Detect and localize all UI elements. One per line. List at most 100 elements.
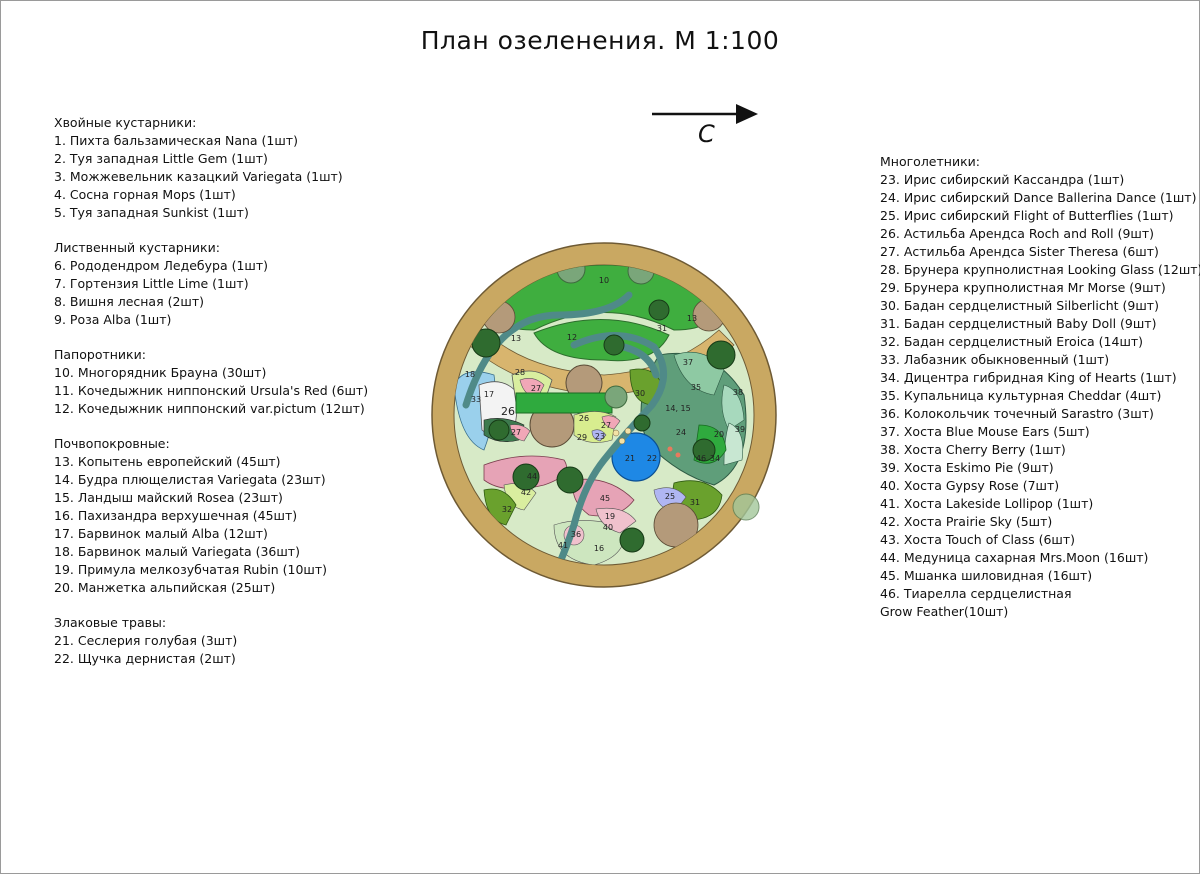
plan-title: План озеленения. М 1:100 xyxy=(420,26,780,55)
legend-item: 20. Манжетка альпийская (25шт) xyxy=(54,580,276,595)
legend-item: 8. Вишня лесная (2шт) xyxy=(54,294,205,309)
bed-label: 38 xyxy=(733,388,743,397)
legend-item: 22. Щучка дернистая (2шт) xyxy=(54,651,236,666)
legend-item: 26. Астильба Арендса Roch and Roll (9шт) xyxy=(880,226,1155,241)
bed-label: 46 xyxy=(696,454,706,463)
bed-label: 41 xyxy=(558,541,568,550)
bed-label: 19 xyxy=(605,512,615,521)
bed-label: 18 xyxy=(465,370,475,379)
shrub-icon xyxy=(619,527,645,553)
bed-label: 13 xyxy=(687,314,697,323)
stepping-stone xyxy=(618,437,626,445)
shrub-icon xyxy=(604,385,628,409)
bed-19 xyxy=(595,507,637,534)
legend-item: 33. Лабазник обыкновенный (1шт) xyxy=(880,352,1110,367)
bed-label: 10 xyxy=(599,276,609,285)
legend-item: 37. Хоста Blue Mouse Ears (5шт) xyxy=(880,424,1090,439)
north-indicator: С xyxy=(650,100,765,152)
bed-label: 28 xyxy=(515,368,525,377)
bed-label: 14, 15 xyxy=(665,404,690,413)
bed-label: 39 xyxy=(735,425,745,434)
legend-group-title: Многолетники: xyxy=(880,154,980,169)
legend-item: 40. Хоста Gypsy Rose (7шт) xyxy=(880,478,1060,493)
shrub-icon xyxy=(512,463,540,491)
legend-right: Многолетники: 23. Ирис сибирский Кассанд… xyxy=(880,153,1200,621)
bed-label: 13 xyxy=(511,334,521,343)
legend-item: 21. Сеслерия голубая (3шт) xyxy=(54,633,238,648)
bed-label: 17 xyxy=(484,390,494,399)
bed-label: 16 xyxy=(594,544,604,553)
legend-item: 12. Кочедыжник ниппонский var.pictum (12… xyxy=(54,401,365,416)
legend-item: 42. Хоста Prairie Sky (5шт) xyxy=(880,514,1053,529)
legend-group-ferns: Папоротники: 10. Многорядник Брауна (30ш… xyxy=(54,346,374,418)
legend-item: 38. Хоста Cherry Berry (1шт) xyxy=(880,442,1066,457)
bed-label: 33 xyxy=(471,395,481,404)
legend-item: 3. Можжевельник казацкий Variegata (1шт) xyxy=(54,169,343,184)
shrub-icon xyxy=(706,340,736,370)
legend-item: 14. Будра плющелистая Variegata (23шт) xyxy=(54,472,326,487)
legend-item: 7. Гортензия Little Lime (1шт) xyxy=(54,276,249,291)
stepping-stone xyxy=(612,429,620,437)
bed-label: 12 xyxy=(567,333,577,342)
legend-item: 17. Барвинок малый Alba (12шт) xyxy=(54,526,268,541)
pond xyxy=(611,432,661,482)
stepping-stone xyxy=(675,452,681,458)
stepping-stone xyxy=(624,427,632,435)
shrub-icon xyxy=(692,438,716,462)
legend-group-title: Хвойные кустарники: xyxy=(54,115,197,130)
legend-group-title: Почвопокровные: xyxy=(54,436,170,451)
legend-item: 45. Мшанка шиловидная (16шт) xyxy=(880,568,1093,583)
legend-item: 25. Ирис сибирский Flight of Butterflies… xyxy=(880,208,1174,223)
bed-label: 36 xyxy=(571,530,581,539)
legend-group-title: Папоротники: xyxy=(54,347,146,362)
legend-item: 1. Пихта бальзамическая Nana (1шт) xyxy=(54,133,298,148)
legend-item: 30. Бадан сердцелистный Silberlicht (9шт… xyxy=(880,298,1159,313)
legend-item: 15. Ландыш майский Rosea (23шт) xyxy=(54,490,283,505)
shrub-icon xyxy=(648,299,670,321)
legend-group-title: Злаковые травы: xyxy=(54,615,167,630)
bed-label: 24 xyxy=(676,428,686,437)
legend-item: 10. Многорядник Брауна (30шт) xyxy=(54,365,267,380)
legend-item: 39. Хоста Eskimo Pie (9шт) xyxy=(880,460,1054,475)
bed-label: 20 xyxy=(714,430,724,439)
bed-label: 29 xyxy=(577,433,587,442)
legend-item: 19. Примула мелкозубчатая Rubin (10шт) xyxy=(54,562,328,577)
legend-group-conifers: Хвойные кустарники: 1. Пихта бальзамичес… xyxy=(54,114,374,222)
legend-item: 13. Копытень европейский (45шт) xyxy=(54,454,281,469)
bed-label: 27 xyxy=(601,421,611,430)
legend-item: 16. Пахизандра верхушечная (45шт) xyxy=(54,508,298,523)
legend-group-groundcovers: Почвопокровные: 13. Копытень европейский… xyxy=(54,435,374,597)
bed-39 xyxy=(723,422,743,466)
bed-label: 22 xyxy=(647,454,657,463)
legend-item: 35. Купальница культурная Cheddar (4шт) xyxy=(880,388,1162,403)
bed-label: 35 xyxy=(691,383,701,392)
bed-label: 25 xyxy=(665,492,675,501)
bed-27a xyxy=(519,378,545,398)
shrub-icon xyxy=(488,419,510,441)
shrub-icon xyxy=(603,334,625,356)
bed-label: 45 xyxy=(600,494,610,503)
legend-item: 27. Астильба Арендса Sister Theresa (6шт… xyxy=(880,244,1159,259)
legend-item: 41. Хоста Lakeside Lollipop (1шт) xyxy=(880,496,1094,511)
legend-item: 32. Бадан сердцелистный Eroica (14шт) xyxy=(880,334,1144,349)
stepping-stone xyxy=(667,446,673,452)
bed-label: 32 xyxy=(502,505,512,514)
bed-label: 30 xyxy=(635,389,645,398)
shrub-icon xyxy=(633,414,651,432)
legend-item: 36. Колокольчик точечный Sarastro (3шт) xyxy=(880,406,1154,421)
bed-label: 26 xyxy=(579,414,589,423)
bed-label: 44 xyxy=(527,472,537,481)
shrub-icon xyxy=(732,493,760,521)
legend-item: 18. Барвинок малый Variegata (36шт) xyxy=(54,544,300,559)
garden-path xyxy=(462,291,667,565)
legend-item: 5. Туя западная Sunkist (1шт) xyxy=(54,205,249,220)
bed-label: 37 xyxy=(683,358,693,367)
legend-item: 6. Рододендром Ледебура (1шт) xyxy=(54,258,269,273)
legend-group-grasses: Злаковые травы: 21. Сеслерия голубая (3ш… xyxy=(54,614,374,668)
legend-group-title: Лиственный кустарники: xyxy=(54,240,220,255)
legend-item: 31. Бадан сердцелистный Baby Doll (9шт) xyxy=(880,316,1157,331)
bed-label: 23 xyxy=(595,432,605,441)
legend-item: 23. Ирис сибирский Кассандра (1шт) xyxy=(880,172,1125,187)
legend-item: 44. Медуница сахарная Mrs.Moon (16шт) xyxy=(880,550,1149,565)
bed-label: 40 xyxy=(603,523,613,532)
